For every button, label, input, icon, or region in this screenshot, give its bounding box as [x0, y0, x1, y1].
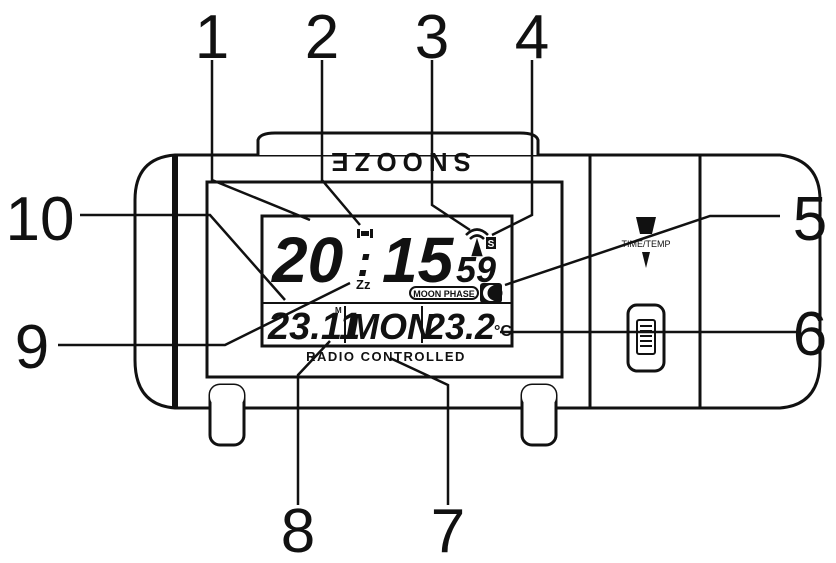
callout-10: 10 [6, 185, 75, 254]
moon-phase-label: MOON PHASE [413, 289, 475, 299]
lcd-date: 23.11 [267, 306, 360, 348]
lcd-month-marker: M [335, 306, 342, 315]
lcd-weekday: MON [349, 306, 434, 347]
callout-8: 8 [281, 497, 315, 558]
display-frame [205, 180, 564, 379]
snooze-button[interactable]: SNOOZE [256, 131, 540, 177]
lcd-screen: 20 : 15 59 S Zz MOON PHASE [260, 214, 514, 348]
callout-numbers: 1 2 3 4 5 6 7 8 9 10 [6, 3, 828, 563]
callout-3: 3 [415, 3, 449, 72]
radio-signal-icon [465, 228, 489, 257]
lcd-temperature: 23.2 [424, 306, 495, 347]
time-temp-button[interactable]: TIME/TEMP [622, 217, 671, 268]
callout-leaders [58, 60, 800, 505]
seconds-indicator-label: S [488, 239, 495, 250]
callout-5: 5 [793, 185, 827, 254]
lcd-hours: 20 [271, 224, 343, 296]
time-temp-label: TIME/TEMP [622, 239, 671, 249]
slide-switch[interactable] [626, 303, 666, 373]
lcd-colon: : [357, 237, 372, 286]
alarm-icon [357, 229, 373, 238]
clock-body [133, 153, 822, 410]
snooze-label: SNOOZE [325, 147, 471, 177]
moon-phase-indicator: MOON PHASE [409, 283, 503, 303]
seconds-indicator: S [486, 237, 496, 250]
radio-controlled-label: RADIO CONTROLLED [306, 349, 466, 364]
callout-4: 4 [515, 3, 549, 72]
callout-9: 9 [15, 313, 49, 382]
clock-legs [208, 383, 558, 447]
callout-6: 6 [793, 300, 827, 369]
lcd-minutes: 15 [382, 224, 455, 296]
snooze-indicator: Zz [356, 277, 371, 292]
callout-7: 7 [431, 497, 465, 558]
callout-2: 2 [305, 3, 339, 72]
callout-1: 1 [195, 3, 229, 72]
